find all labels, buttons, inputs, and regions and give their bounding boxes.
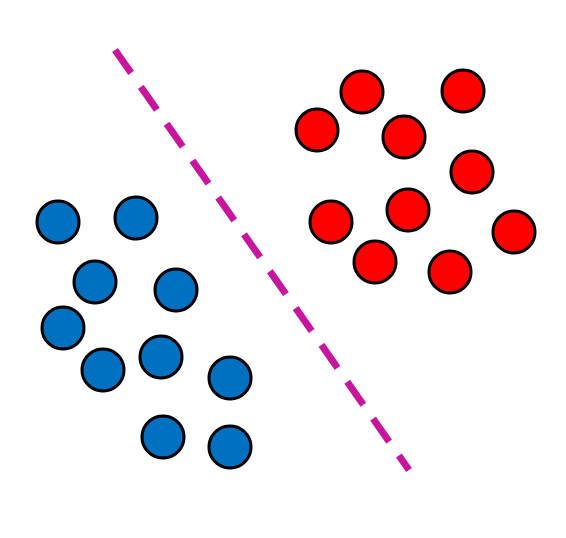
blue-cluster-point-3 — [72, 259, 118, 305]
blue-cluster-point-1 — [35, 199, 81, 245]
blue-cluster-point-9 — [140, 414, 186, 460]
red-cluster-point-5 — [449, 149, 495, 195]
red-cluster-point-9 — [352, 239, 398, 285]
red-cluster-point-2 — [440, 68, 486, 114]
blue-cluster-point-10 — [207, 424, 253, 470]
red-cluster-point-10 — [427, 249, 473, 295]
red-cluster-point-3 — [294, 107, 340, 153]
red-cluster-point-6 — [308, 199, 354, 245]
blue-cluster-point-7 — [138, 334, 184, 380]
blue-cluster-point-5 — [40, 305, 86, 351]
data-points — [35, 68, 537, 470]
blue-cluster-point-4 — [153, 267, 199, 313]
blue-cluster-point-6 — [80, 347, 126, 393]
red-cluster-point-8 — [491, 209, 537, 255]
red-cluster-point-4 — [381, 114, 427, 160]
decision-boundary-line — [112, 47, 412, 473]
blue-cluster-point-2 — [113, 195, 159, 241]
red-cluster-point-1 — [339, 69, 385, 115]
blue-cluster-point-8 — [207, 355, 253, 401]
red-cluster-point-7 — [385, 187, 431, 233]
